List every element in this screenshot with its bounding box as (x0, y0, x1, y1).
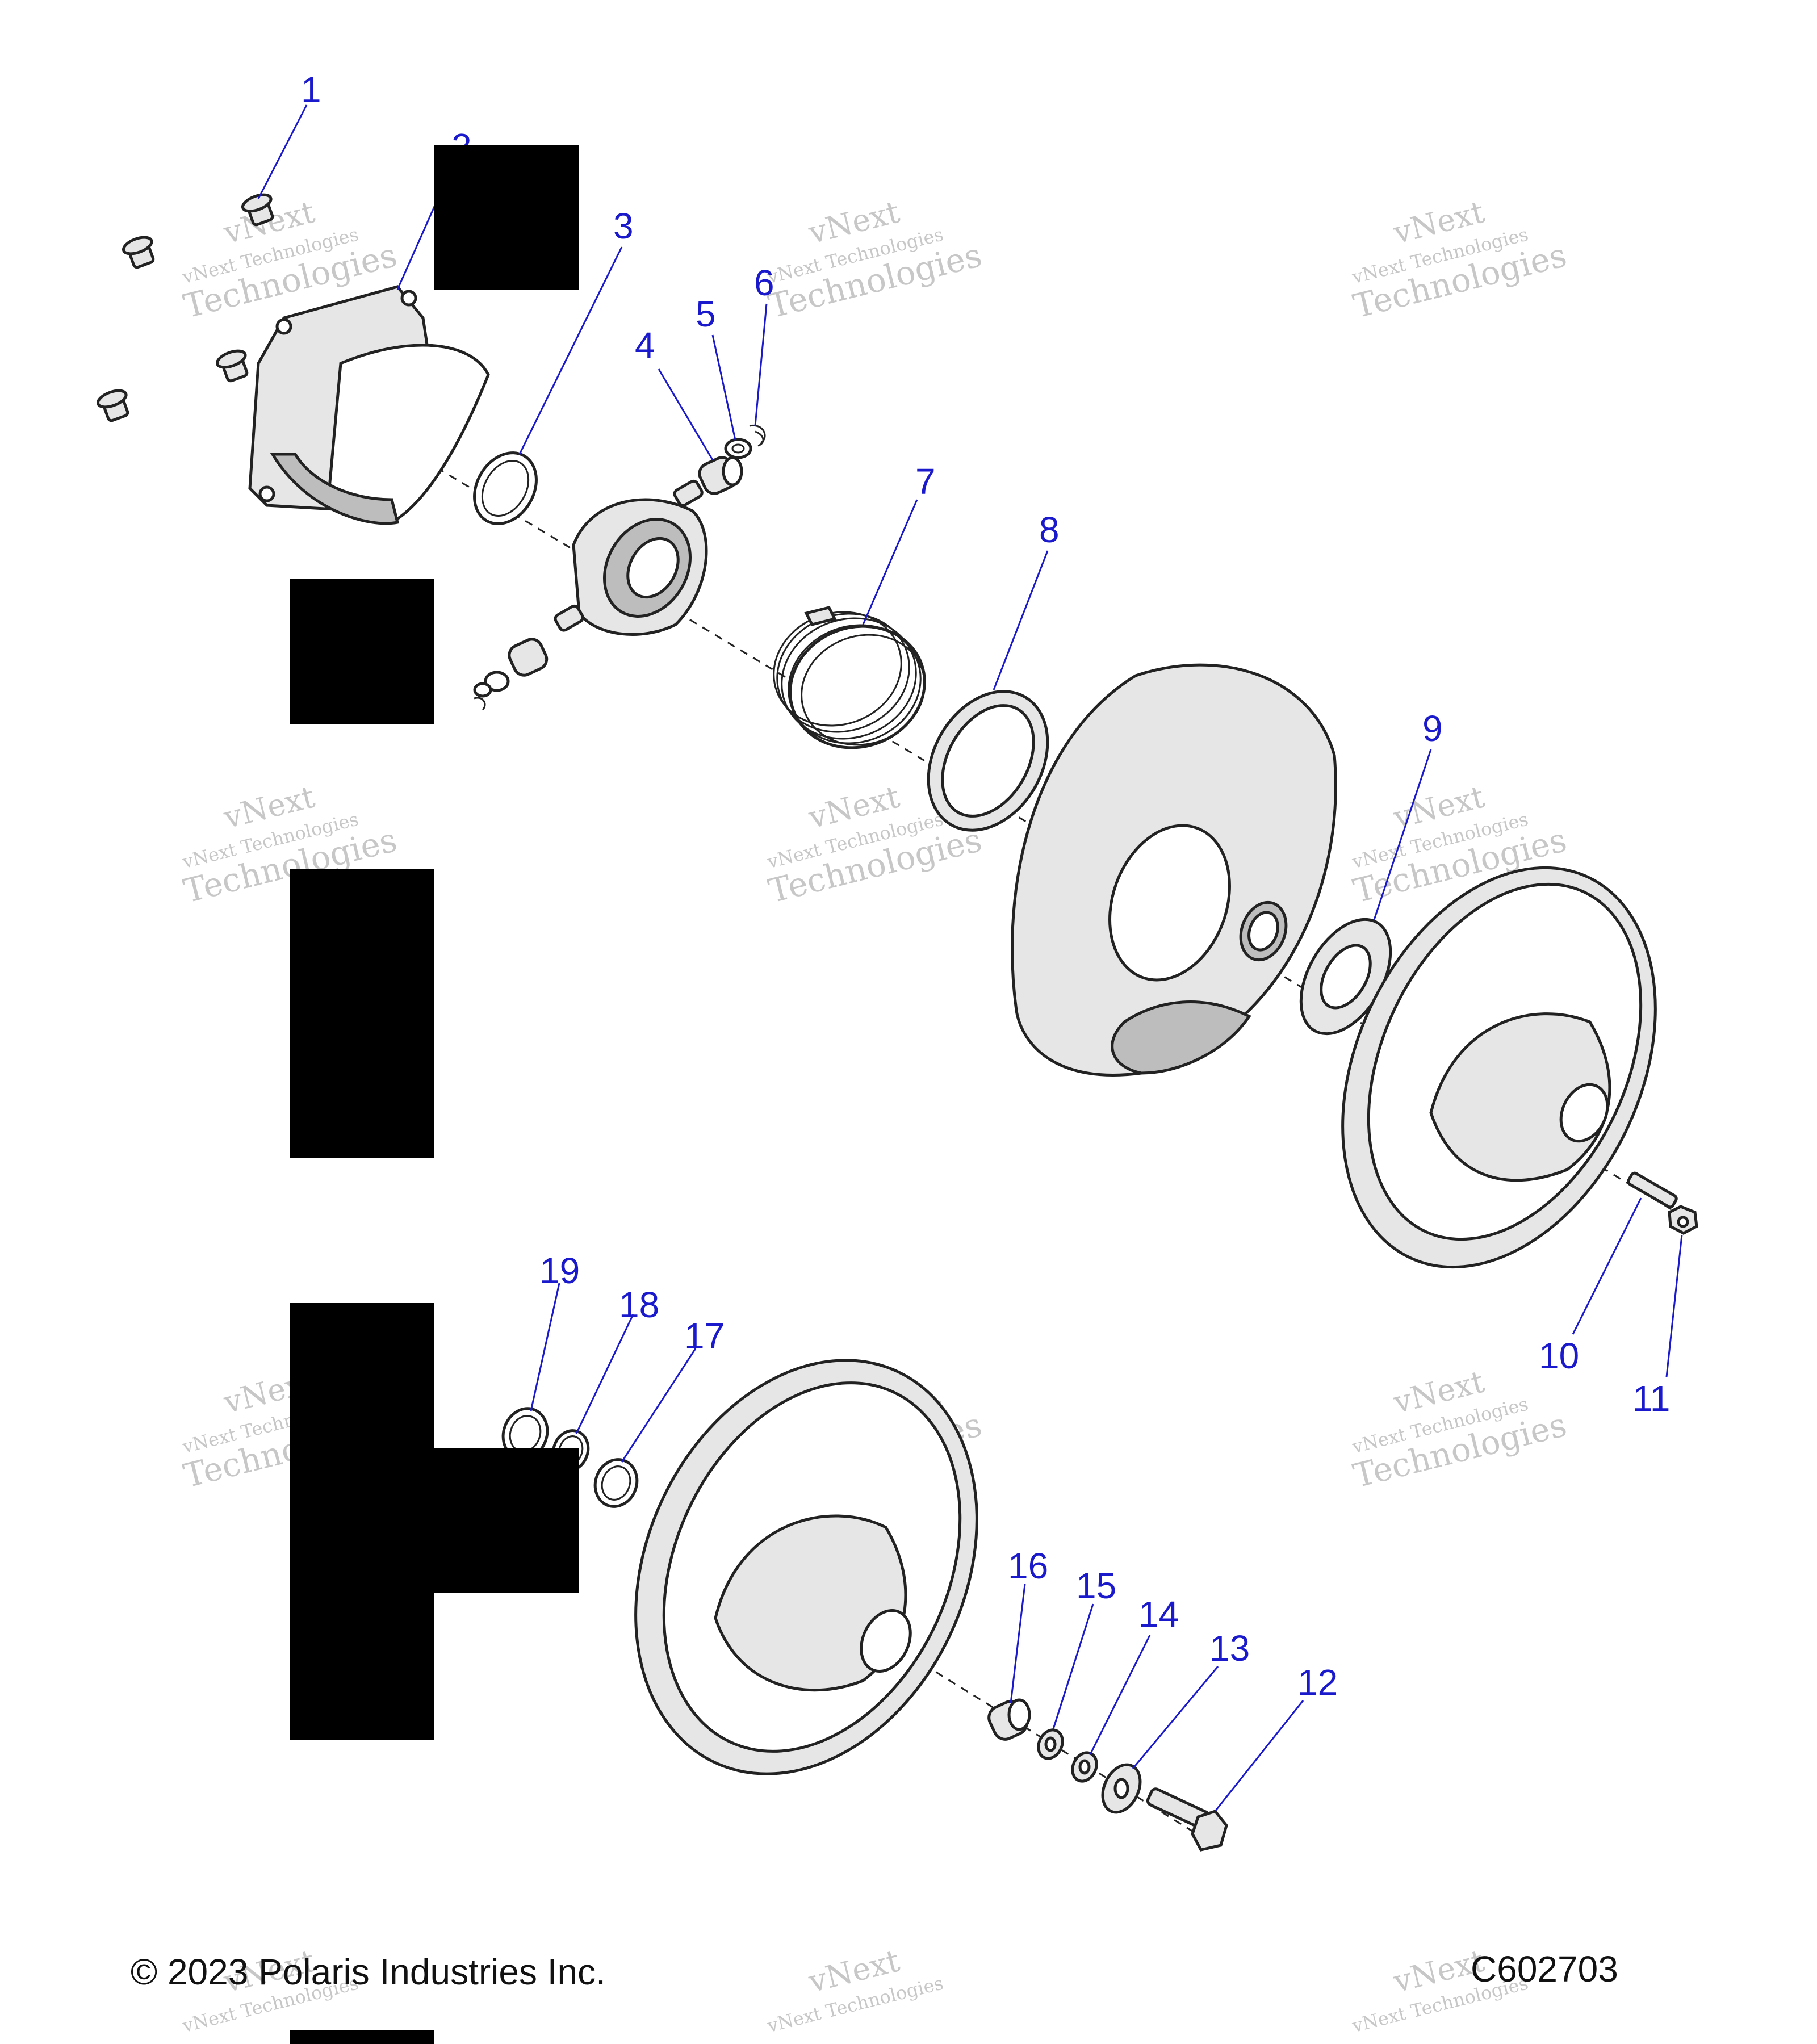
part-pin (1627, 1171, 1678, 1209)
figure-id: C602703 (1471, 1949, 1618, 1989)
leader-3 (518, 246, 623, 455)
callout-14: 14 (1138, 1594, 1179, 1635)
part-washer-14 (1071, 1751, 1098, 1783)
callouts: 1 2 3 4 5 6 7 8 9 10 11 12 13 14 15 16 1… (301, 69, 1670, 1703)
part-o-ring-17 (593, 1458, 639, 1508)
redaction-block (434, 1448, 579, 1593)
part-roller-duplicate (473, 638, 549, 711)
part-clip (749, 424, 766, 447)
redaction-block (290, 1303, 434, 1740)
leader-12 (1214, 1700, 1304, 1812)
part-cover-housing (248, 285, 490, 525)
callout-13: 13 (1209, 1628, 1250, 1669)
redaction-block (290, 2030, 434, 2044)
leader-18 (575, 1314, 634, 1434)
callout-11: 11 (1632, 1378, 1670, 1419)
callout-8: 8 (1039, 509, 1060, 550)
callout-12: 12 (1297, 1662, 1338, 1703)
callout-6: 6 (754, 262, 774, 303)
callout-1: 1 (301, 69, 321, 110)
callout-16: 16 (1008, 1545, 1048, 1586)
leader-7 (862, 499, 918, 625)
leader-lines (257, 104, 1683, 1812)
leader-5 (711, 334, 736, 441)
part-bolt (1146, 1787, 1228, 1852)
leader-15 (1052, 1603, 1094, 1729)
leader-8 (993, 550, 1049, 690)
callout-19: 19 (539, 1250, 580, 1291)
part-washer (724, 438, 752, 459)
leader-10 (1572, 1197, 1642, 1335)
part-nut (1668, 1205, 1698, 1235)
part-screws (96, 193, 274, 422)
redaction-block (434, 145, 579, 290)
part-moveable-sheave (1011, 663, 1337, 1077)
callout-18: 18 (619, 1284, 659, 1325)
leader-17 (621, 1348, 697, 1463)
part-washer-13 (1101, 1763, 1142, 1814)
leader-19 (530, 1283, 560, 1411)
leader-9 (1373, 749, 1432, 920)
callout-15: 15 (1076, 1565, 1116, 1606)
callout-17: 17 (684, 1316, 725, 1356)
redaction-block (290, 869, 434, 1158)
watermark: vNext vNext Technologies Technologies (765, 194, 986, 325)
part-spider-hub (554, 479, 708, 636)
part-spacer (987, 1698, 1031, 1741)
callout-3: 3 (613, 206, 634, 246)
redactions (290, 145, 579, 2044)
callout-7: 7 (915, 461, 936, 502)
leader-14 (1089, 1635, 1151, 1755)
copyright-text: © 2023 Polaris Industries Inc. (131, 1951, 606, 1992)
leader-6 (754, 303, 768, 426)
leader-13 (1132, 1666, 1219, 1769)
part-bushing-ring (927, 690, 1049, 832)
callout-5: 5 (696, 294, 716, 334)
watermark: vNext vNext Technologies Technologies (1350, 1363, 1571, 1495)
leader-11 (1665, 1234, 1683, 1377)
leader-1 (257, 104, 308, 199)
part-snap-ring (473, 451, 538, 525)
leader-4 (658, 368, 714, 460)
watermark: vNext vNext Technologies Technologies (1350, 194, 1571, 325)
part-washer-15 (1037, 1728, 1064, 1760)
leader-16 (1010, 1584, 1026, 1704)
redaction-block (290, 579, 434, 724)
part-spring (773, 606, 926, 749)
callout-10: 10 (1539, 1335, 1579, 1376)
watermark: vNext vNext Technologies (765, 1942, 946, 2037)
callout-4: 4 (635, 325, 655, 366)
part-fixed-sheave-lower (634, 1359, 978, 1775)
callout-9: 9 (1422, 708, 1443, 749)
part-fixed-sheave-upper (1341, 866, 1657, 1269)
